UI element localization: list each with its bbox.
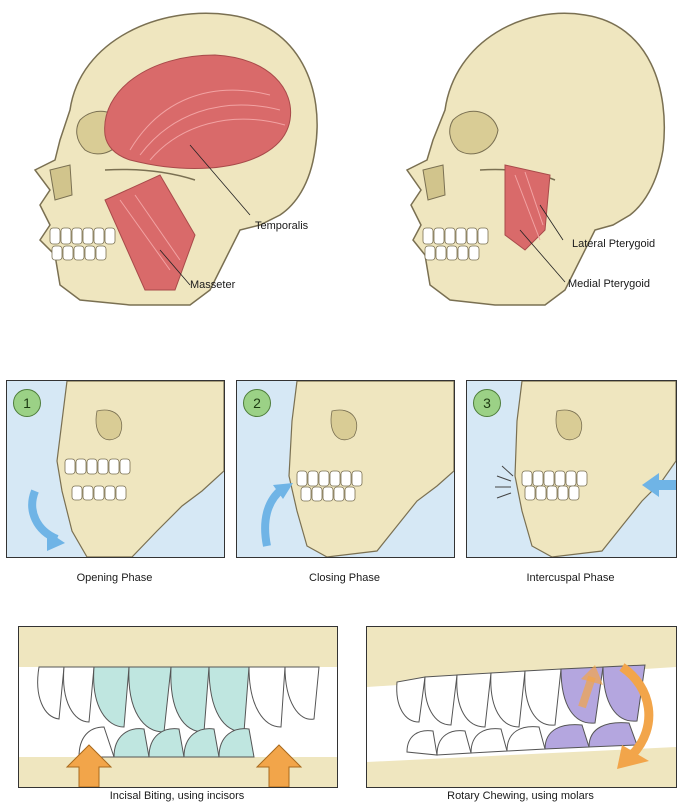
medial-pterygoid-label: Medial Pterygoid	[568, 278, 650, 290]
phase-number-badge: 2	[243, 389, 271, 417]
masseter-label: Masseter	[190, 279, 235, 291]
rotary-chewing-caption: Rotary Chewing, using molars	[366, 790, 675, 802]
incisal-biting-caption: Incisal Biting, using incisors	[18, 790, 336, 802]
temporalis-label: Temporalis	[255, 220, 308, 232]
incisors-illustration	[19, 627, 337, 787]
phase-caption-2: Closing Phase	[236, 572, 453, 584]
molars-illustration	[367, 627, 676, 787]
phase-panel-3: 3	[466, 380, 677, 558]
skull-temporalis-masseter-illustration	[10, 0, 340, 320]
incisal-biting-panel	[18, 626, 338, 788]
phase-caption-1: Opening Phase	[6, 572, 223, 584]
lateral-pterygoid-label: Lateral Pterygoid	[572, 238, 655, 250]
phase-caption-3: Intercuspal Phase	[466, 572, 675, 584]
phase-panel-2: 2	[236, 380, 455, 558]
phase-number-badge: 1	[13, 389, 41, 417]
phase-panel-1: 1	[6, 380, 225, 558]
skull-pterygoid-illustration	[385, 0, 675, 320]
phase-number-badge: 3	[473, 389, 501, 417]
rotary-chewing-panel	[366, 626, 677, 788]
